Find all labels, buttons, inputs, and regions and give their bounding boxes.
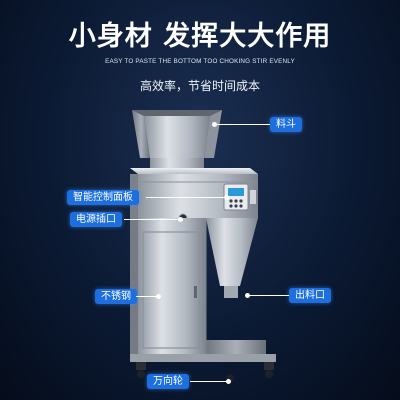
leader-line bbox=[124, 219, 180, 220]
door-handle bbox=[194, 286, 197, 298]
leader-line bbox=[136, 296, 158, 297]
hopper bbox=[132, 110, 222, 172]
subline: EASY TO PASTE THE BOTTOM TOO CHOKING STI… bbox=[105, 58, 295, 65]
discharge-funnel bbox=[205, 218, 266, 354]
leader-dot bbox=[224, 195, 229, 200]
callout-power-socket: 电源插口 bbox=[70, 212, 122, 227]
callout-discharge-port: 出料口 bbox=[289, 288, 331, 303]
leader-dot bbox=[226, 379, 231, 384]
leader-dot bbox=[245, 293, 250, 298]
leader-dot bbox=[156, 294, 161, 299]
leader-dot bbox=[212, 122, 217, 127]
panel-screen bbox=[228, 188, 244, 196]
leader-line bbox=[190, 381, 228, 382]
caster-wheel-icon bbox=[265, 370, 273, 378]
leader-line bbox=[248, 295, 289, 296]
callout-casters: 万向轮 bbox=[147, 374, 189, 389]
callout-stainless-steel: 不锈钢 bbox=[95, 289, 137, 304]
tagline: 高效率，节省时间成本 bbox=[139, 79, 260, 93]
leader-dot bbox=[178, 217, 183, 222]
callout-hopper: 料斗 bbox=[270, 117, 302, 132]
leader-line bbox=[146, 197, 226, 198]
caster-wheel-icon bbox=[137, 370, 145, 378]
callout-control-panel: 智能控制面板 bbox=[67, 190, 139, 205]
control-panel bbox=[223, 183, 256, 211]
headline: 小身材 发挥大大作用 bbox=[68, 21, 332, 52]
lower-cabinet bbox=[130, 218, 206, 354]
leader-line bbox=[214, 124, 270, 125]
